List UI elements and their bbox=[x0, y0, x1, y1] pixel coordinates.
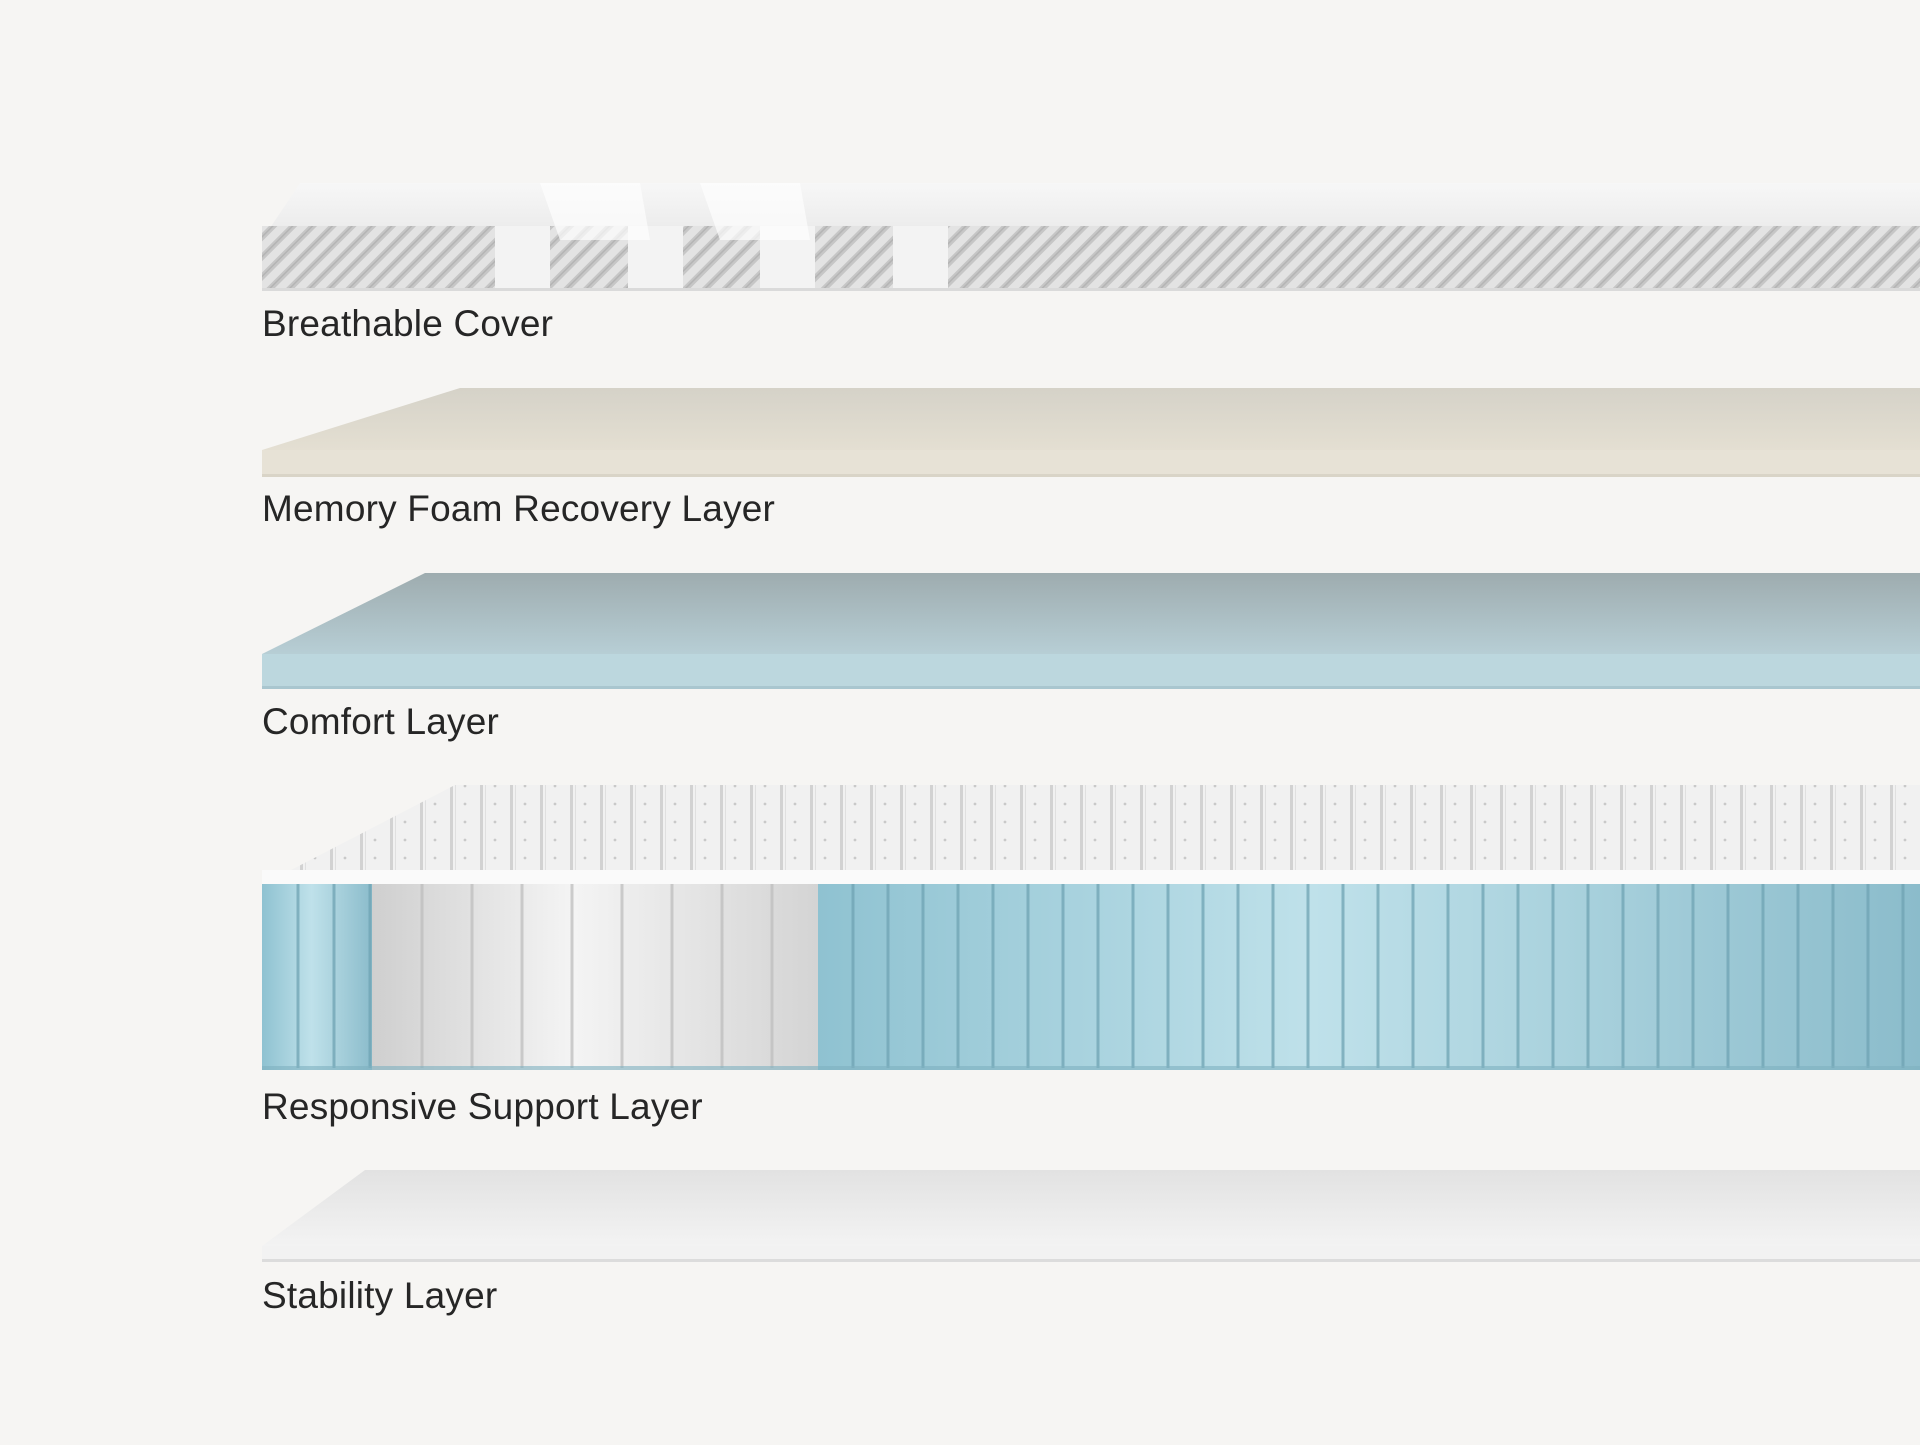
memory-foam-recovery-layer-label: Memory Foam Recovery Layer bbox=[262, 488, 776, 529]
comfort-layer bbox=[262, 573, 1920, 689]
comfort-layer-label: Comfort Layer bbox=[262, 701, 500, 742]
memory-foam-recovery-layer bbox=[262, 388, 1920, 477]
breathable-cover-layer bbox=[262, 183, 1920, 291]
coil-separators bbox=[296, 884, 1905, 1068]
stability-layer-label: Stability Layer bbox=[262, 1275, 498, 1316]
responsive-support-layer bbox=[262, 785, 1920, 1070]
responsive-support-layer-label: Responsive Support Layer bbox=[262, 1086, 703, 1127]
breathable-cover-label: Breathable Cover bbox=[262, 303, 554, 344]
stability-layer bbox=[262, 1170, 1920, 1262]
